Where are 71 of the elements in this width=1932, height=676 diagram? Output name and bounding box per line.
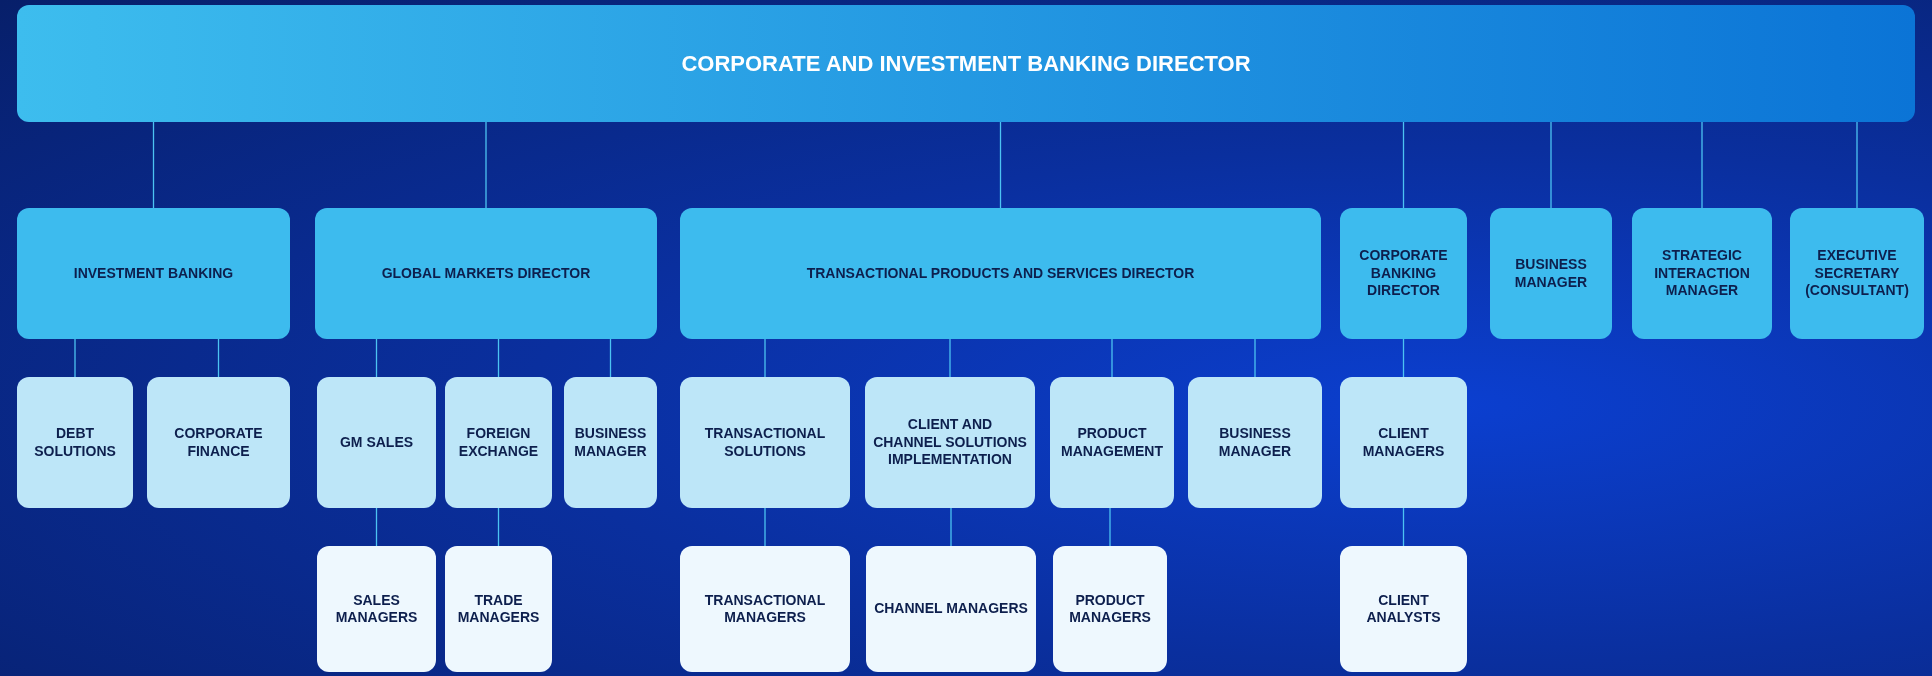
org-box	[17, 377, 133, 508]
connector-line	[999, 121, 1002, 209]
role-title: PRODUCT MANAGEMENT	[1060, 425, 1164, 460]
role-title: CLIENT AND CHANNEL SOLUTIONS IMPLEMENTATION	[873, 416, 1027, 469]
role-title: DEBT SOLUTIONS	[33, 425, 117, 460]
role-title: TRANSACTIONAL SOLUTIONS	[703, 425, 827, 460]
role-title: PRODUCT MANAGERS	[1068, 591, 1152, 627]
connector-line	[1402, 121, 1405, 209]
role-title: CLIENT ANALYSTS	[1365, 591, 1442, 627]
connector-line	[1111, 338, 1113, 378]
org-box	[866, 546, 1036, 672]
connector-line	[152, 121, 155, 209]
connector-line	[485, 121, 487, 209]
connector-line	[764, 507, 766, 547]
role-title: CHANNEL MANAGERS	[874, 600, 1028, 618]
org-box	[564, 377, 657, 508]
org-box	[17, 208, 290, 339]
org-box	[1490, 208, 1612, 339]
connector-line	[1402, 507, 1405, 547]
connector-line	[375, 338, 378, 378]
org-box	[1340, 546, 1467, 672]
role-title: FOREIGN EXCHANGE	[457, 425, 540, 460]
role-title: CORPORATE BANKING DIRECTOR	[1358, 247, 1449, 300]
org-box	[17, 5, 1915, 122]
connector-line	[1856, 121, 1858, 209]
role-title: BUSINESS MANAGER	[573, 425, 648, 460]
org-box	[1340, 208, 1467, 339]
connector-line	[1254, 338, 1256, 378]
org-box	[1188, 377, 1322, 508]
role-title: BUSINESS MANAGER	[1513, 256, 1589, 291]
connector-line	[1701, 121, 1703, 209]
org-box	[680, 546, 850, 672]
org-box	[680, 377, 850, 508]
connector-line	[217, 338, 220, 378]
role-title: INVESTMENT BANKING	[73, 264, 234, 283]
org-box	[445, 377, 552, 508]
role-title: CORPORATE FINANCE	[173, 425, 264, 460]
connector-line	[375, 507, 378, 547]
connector-line	[609, 338, 612, 378]
role-title: STRATEGIC INTERACTION MANAGER	[1653, 247, 1751, 300]
connector-line	[1402, 338, 1405, 378]
role-title: TRADE MANAGERS	[456, 591, 541, 627]
role-title: CLIENT MANAGERS	[1361, 425, 1446, 460]
org-box	[315, 208, 657, 339]
connector-line	[497, 338, 500, 378]
connector-line	[497, 507, 500, 547]
org-box	[1050, 377, 1174, 508]
connector-line	[764, 338, 766, 378]
org-box	[445, 546, 552, 672]
role-title: GLOBAL MARKETS DIRECTOR	[381, 264, 591, 283]
org-box	[147, 377, 290, 508]
connector-line	[1550, 121, 1552, 209]
org-box	[1632, 208, 1772, 339]
role-title: GM SALES	[339, 433, 414, 452]
org-box	[1053, 546, 1167, 672]
role-title: BUSINESS MANAGER	[1217, 425, 1293, 460]
role-title: EXECUTIVE SECRETARY (CONSULTANT)	[1804, 247, 1910, 300]
role-title: TRANSACTIONAL PRODUCTS AND SERVICES DIRECTOR	[806, 264, 1195, 283]
role-title: CORPORATE AND INVESTMENT BANKING DIRECTOR	[681, 49, 1251, 78]
org-box	[317, 546, 436, 672]
role-title: TRANSACTIONAL MANAGERS	[703, 591, 827, 627]
org-box	[680, 208, 1321, 339]
connector-line	[74, 338, 76, 378]
connector-line	[949, 338, 951, 378]
org-box	[865, 377, 1035, 508]
org-box	[317, 377, 436, 508]
org-box	[1790, 208, 1924, 339]
connector-line	[1109, 507, 1111, 547]
role-title: SALES MANAGERS	[334, 591, 419, 627]
connector-line	[950, 507, 952, 547]
org-box	[1340, 377, 1467, 508]
